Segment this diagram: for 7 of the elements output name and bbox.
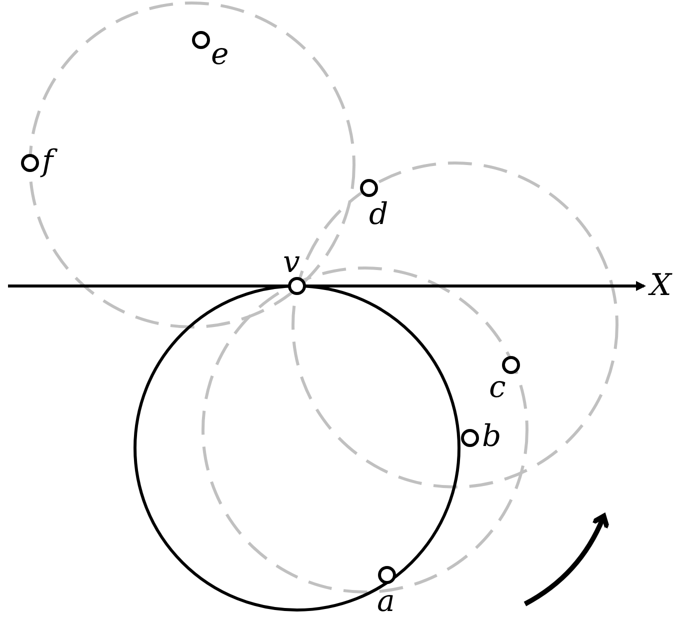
axis-label: X xyxy=(650,271,672,301)
point-label: a xyxy=(377,587,395,617)
point-label: c xyxy=(489,373,506,403)
point-label: b xyxy=(482,422,502,452)
point-label: v xyxy=(283,248,300,278)
point-label: e xyxy=(211,40,229,70)
point-label: d xyxy=(369,200,388,230)
